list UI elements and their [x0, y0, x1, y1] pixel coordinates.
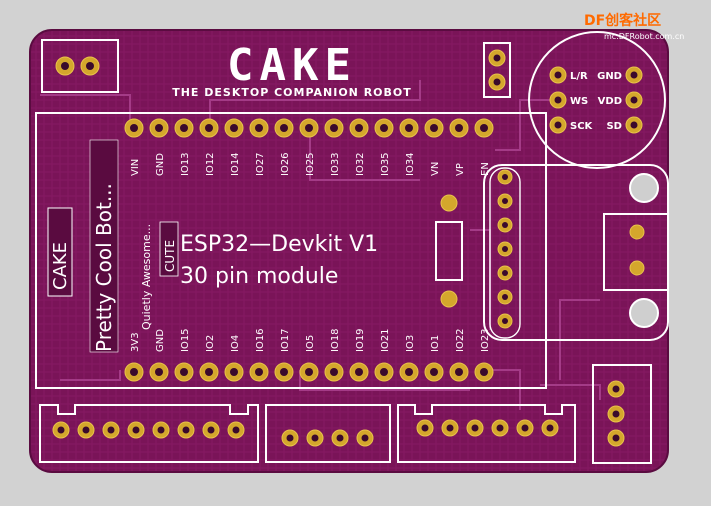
side-text-cake: CAKE — [50, 242, 71, 290]
pin-label-top-4: IO12 — [205, 152, 216, 176]
pin-label-bottom-12: IO3 — [405, 335, 416, 352]
mounting-hole-bottom — [629, 298, 659, 328]
header-topleft-outline — [41, 39, 119, 93]
i2s-module[interactable] — [549, 66, 643, 134]
pin-label-top-14: VP — [455, 163, 466, 176]
connector-right-3pin[interactable] — [592, 364, 652, 464]
switch-pad-bottom[interactable] — [629, 260, 645, 276]
esp32-bottom-labels: 3V3 GND IO15 IO2 IO4 IO16 IO17 IO5 IO18 … — [130, 328, 491, 352]
pin-label-bottom-1: 3V3 — [130, 332, 141, 352]
pin-label-top-10: IO32 — [355, 152, 366, 176]
pin-label-top-11: IO35 — [380, 152, 391, 176]
watermark: DF创客社区 mc.DFRobot.com.cn — [584, 6, 706, 46]
tagline: THE DESKTOP COMPANION ROBOT — [172, 86, 412, 99]
resistor-pad-top[interactable] — [440, 194, 458, 212]
esp32-module-outline — [35, 112, 547, 389]
cake-logo: CAKE — [227, 40, 357, 91]
switch-outline — [603, 213, 669, 291]
i2s-label-gnd: GND — [597, 71, 622, 82]
mounting-hole-top — [629, 173, 659, 203]
pin-label-bottom-4: IO2 — [205, 335, 216, 352]
header-topleft[interactable] — [55, 56, 100, 76]
pin-label-bottom-14: IO22 — [455, 328, 466, 352]
pin-label-top-13: VN — [430, 162, 441, 176]
module-subtitle: 30 pin module — [180, 264, 338, 289]
pin-label-bottom-10: IO19 — [355, 328, 366, 352]
i2s-label-sck: SCK — [570, 121, 594, 132]
watermark-url: mc.DFRobot.com.cn — [604, 32, 685, 41]
side-text-pretty: Pretty Cool Bot... — [92, 183, 116, 352]
pin-label-bottom-13: IO1 — [430, 335, 441, 352]
pin-label-top-9: IO33 — [330, 152, 341, 176]
pin-label-top-7: IO26 — [280, 152, 291, 176]
pin-label-bottom-11: IO21 — [380, 328, 391, 352]
connector-bottom-right[interactable] — [397, 404, 576, 463]
pin-label-bottom-9: IO18 — [330, 328, 341, 352]
side-text-panel — [89, 139, 119, 353]
connector-bottom-left[interactable] — [39, 404, 259, 463]
side-cute-box — [159, 221, 179, 277]
resistor-outline — [435, 221, 463, 281]
pin-label-bottom-2: GND — [155, 329, 166, 352]
pin-label-top-12: IO34 — [405, 152, 416, 176]
i2s-label-ws: WS — [570, 96, 588, 107]
pin-label-top-15: EN — [480, 162, 491, 176]
watermark-logo: DF创客社区 — [584, 13, 662, 29]
side-cake-box — [47, 207, 73, 297]
i2s-label-vdd: VDD — [598, 96, 622, 107]
pin-label-top-8: IO25 — [305, 152, 316, 176]
pin-label-top-3: IO13 — [180, 152, 191, 176]
pin-label-top-2: GND — [155, 153, 166, 176]
connector-bottom-middle[interactable] — [265, 404, 391, 463]
side-text-cute: CUTE — [163, 240, 177, 272]
header-topmid[interactable] — [488, 49, 506, 91]
right-header-outline — [489, 167, 521, 339]
resistor-pad-bottom[interactable] — [440, 290, 458, 308]
esp32-top-pins[interactable] — [124, 118, 494, 138]
esp32-bottom-pins[interactable] — [124, 362, 494, 382]
pin-label-top-5: IO14 — [230, 152, 241, 176]
esp32-top-labels: VIN GND IO13 IO12 IO14 IO27 IO26 IO25 IO… — [130, 152, 491, 176]
i2s-module-outline — [528, 31, 666, 169]
pin-label-top-6: IO27 — [255, 152, 266, 176]
pin-label-bottom-15: IO23 — [480, 328, 491, 352]
pin-label-bottom-7: IO17 — [280, 328, 291, 352]
right-header-pins[interactable] — [497, 169, 513, 329]
switch-pad-top[interactable] — [629, 224, 645, 240]
module-title: ESP32—Devkit V1 — [180, 232, 378, 257]
pin-label-bottom-5: IO4 — [230, 335, 241, 352]
i2s-label-lr: L/R — [570, 71, 588, 82]
pin-label-top-1: VIN — [130, 159, 141, 176]
pin-label-bottom-8: IO5 — [305, 335, 316, 352]
i2s-label-sd: SD — [606, 121, 622, 132]
pin-label-bottom-3: IO15 — [180, 328, 191, 352]
side-text-quietly: Quietly Awesome... — [140, 224, 153, 330]
header-topmid-outline — [483, 42, 511, 98]
pin-label-bottom-6: IO16 — [255, 328, 266, 352]
